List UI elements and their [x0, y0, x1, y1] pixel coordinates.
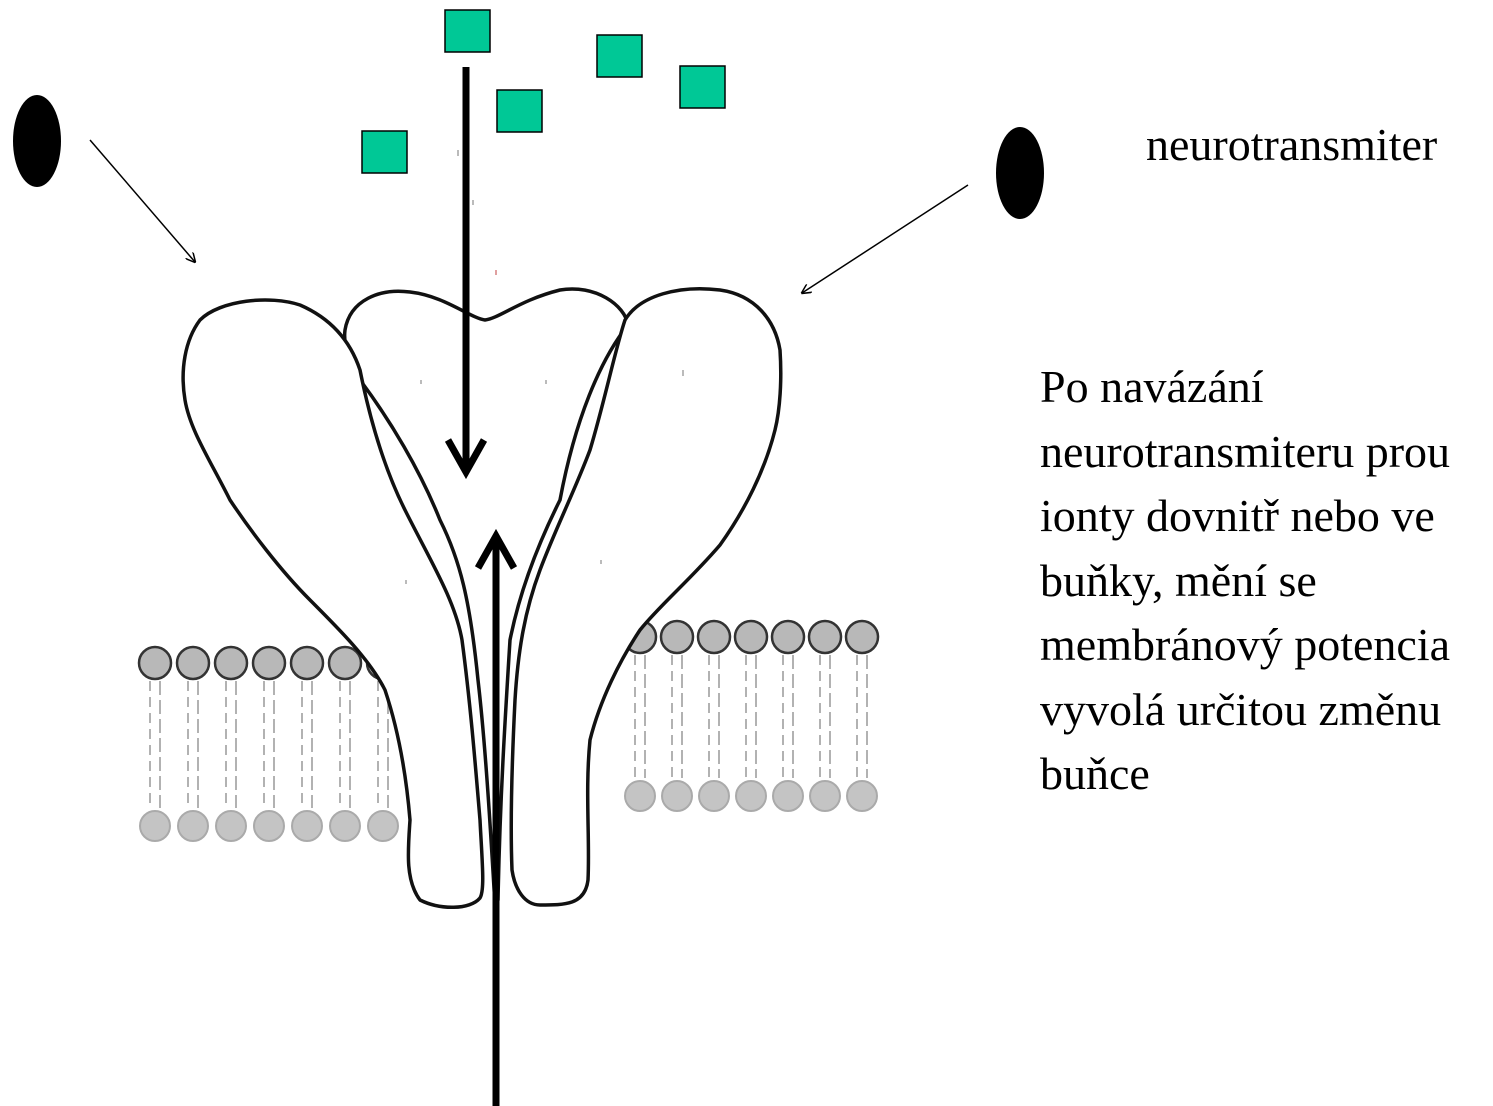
- lipid-head: [662, 781, 692, 811]
- description-line: membránový potencia: [1040, 613, 1493, 678]
- neurotransmitter-label: neurotransmiter: [1146, 118, 1437, 171]
- description-line: neurotransmiteru prou: [1040, 420, 1493, 485]
- description-line: ionty dovnitř nebo ve: [1040, 484, 1493, 549]
- lipid-head: [625, 781, 655, 811]
- lipid-head: [699, 781, 729, 811]
- lipid-head: [810, 781, 840, 811]
- lipid-head: [735, 621, 767, 653]
- lipid-head: [736, 781, 766, 811]
- lipid-head: [661, 621, 693, 653]
- binding-arrow-left: [90, 140, 195, 262]
- ion-square: [680, 66, 725, 108]
- membrane-right: [624, 621, 878, 811]
- lipid-head: [330, 811, 360, 841]
- lipid-head: [847, 781, 877, 811]
- description-line: vyvolá určitou změnu: [1040, 678, 1493, 743]
- lipid-head: [329, 647, 361, 679]
- description-line: Po navázání: [1040, 355, 1493, 420]
- lipid-head: [846, 621, 878, 653]
- lipid-head: [139, 647, 171, 679]
- lipid-head: [177, 647, 209, 679]
- lipid-head: [292, 811, 322, 841]
- lipid-head: [773, 781, 803, 811]
- neurotransmitter-left: [13, 95, 61, 187]
- lipid-head: [178, 811, 208, 841]
- lipid-head: [140, 811, 170, 841]
- lipid-head: [809, 621, 841, 653]
- lipid-head: [254, 811, 284, 841]
- description-line: buňky, mění se: [1040, 549, 1493, 614]
- description-line: buňce: [1040, 742, 1493, 807]
- neurotransmitter-right: [996, 127, 1044, 219]
- description-text: Po navázání neurotransmiteru prou ionty …: [1040, 355, 1493, 807]
- lipid-head: [216, 811, 246, 841]
- binding-arrow-right: [802, 185, 968, 293]
- ion-square: [445, 10, 490, 52]
- membrane-left: [139, 647, 399, 841]
- ion-square: [597, 35, 642, 77]
- lipid-head: [291, 647, 323, 679]
- ion-square: [362, 131, 407, 173]
- lipid-head: [772, 621, 804, 653]
- ions: [362, 10, 725, 173]
- lipid-head: [698, 621, 730, 653]
- lipid-head: [253, 647, 285, 679]
- ion-square: [497, 90, 542, 132]
- lipid-head: [215, 647, 247, 679]
- lipid-head: [368, 811, 398, 841]
